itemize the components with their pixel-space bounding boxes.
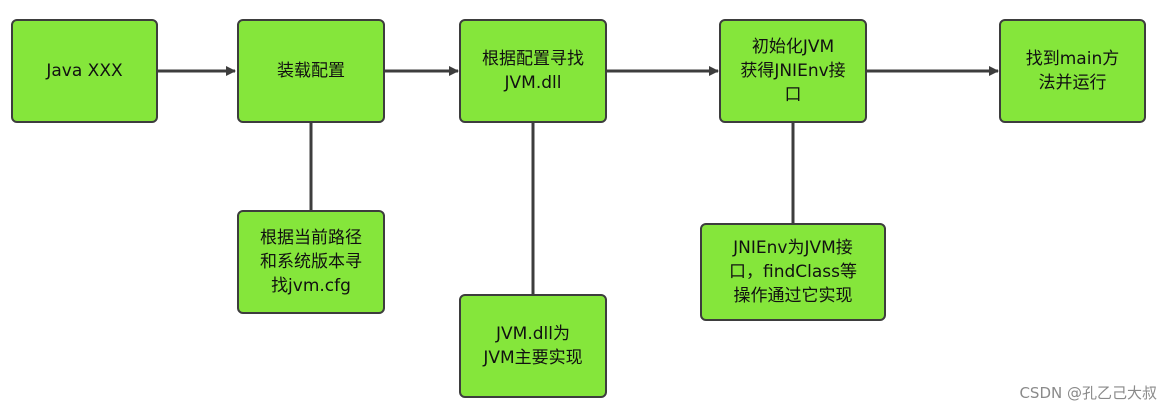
note-jnienv-interface: JNIEnv为JVM接 口，findClass等 操作通过它实现 [700,223,886,321]
node-find-jvm-dll-label: 根据配置寻找 JVM.dll [482,49,584,93]
note-find-jvm-cfg-label: 根据当前路径 和系统版本寻 找jvm.cfg [260,228,362,296]
node-load-config: 装载配置 [237,19,385,123]
node-run-main-label: 找到main方 法并运行 [1025,49,1120,93]
node-java-xxx-label: Java XXX [46,61,123,81]
note-jvm-dll-impl-label: JVM.dll为 JVM主要实现 [483,324,583,368]
note-find-jvm-cfg: 根据当前路径 和系统版本寻 找jvm.cfg [237,210,385,314]
node-load-config-label: 装载配置 [277,61,345,81]
note-jnienv-interface-label: JNIEnv为JVM接 口，findClass等 操作通过它实现 [729,238,857,306]
note-jvm-dll-impl: JVM.dll为 JVM主要实现 [459,294,607,398]
node-init-jvm: 初始化JVM 获得JNIEnv接 口 [719,19,867,123]
node-init-jvm-label: 初始化JVM 获得JNIEnv接 口 [740,37,846,105]
node-run-main: 找到main方 法并运行 [999,19,1146,123]
node-find-jvm-dll: 根据配置寻找 JVM.dll [459,19,607,123]
node-java-xxx: Java XXX [11,19,158,123]
watermark: CSDN @孔乙己大叔 [1019,384,1157,402]
